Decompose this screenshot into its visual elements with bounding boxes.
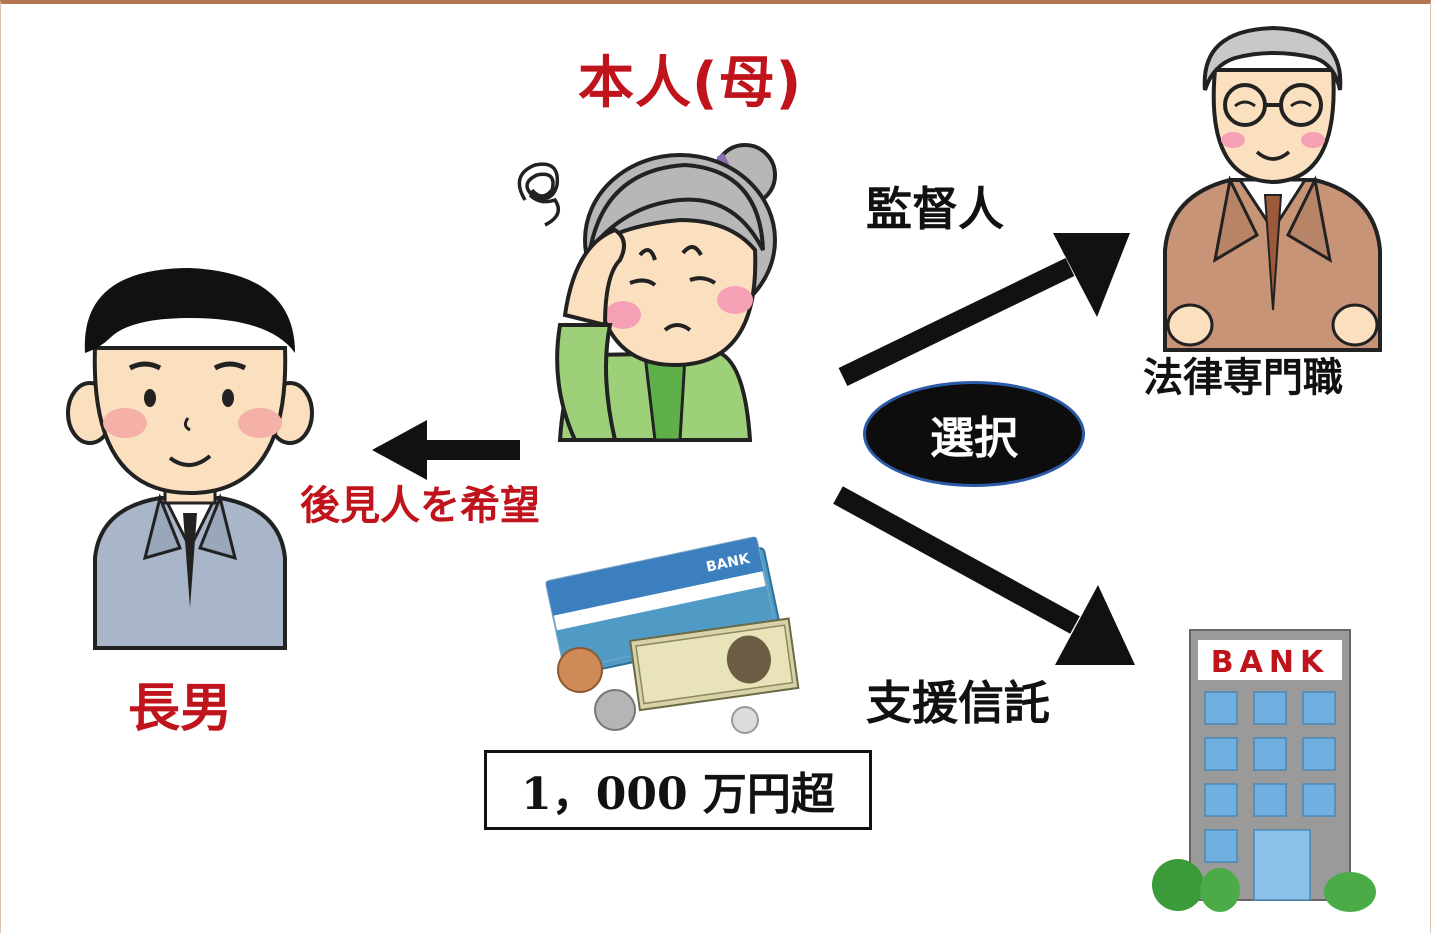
mother-label: 本人(母) bbox=[578, 51, 803, 116]
amount-text: 1，000 万円超 bbox=[521, 769, 835, 820]
passbook-money-icon: BANK bbox=[545, 536, 800, 734]
amount-box: 1，000 万円超 bbox=[484, 750, 872, 830]
bank-building-icon: BANK bbox=[1152, 629, 1376, 912]
arrow-up-right-icon bbox=[838, 233, 1130, 386]
wish-guardian-label: 後見人を希望 bbox=[300, 483, 540, 529]
legal-professional-label: 法律専門職 bbox=[1143, 354, 1343, 401]
choice-badge: 選択 bbox=[863, 381, 1085, 487]
trust-label: 支援信託 bbox=[866, 676, 1050, 730]
arrow-left-icon bbox=[372, 420, 520, 480]
eldest-son-icon bbox=[66, 268, 314, 650]
elderly-woman-icon bbox=[517, 143, 777, 442]
arrow-down-right-icon bbox=[833, 486, 1135, 665]
son-label: 長男 bbox=[128, 679, 233, 739]
bank-sign: BANK bbox=[1211, 645, 1329, 680]
choice-text: 選択 bbox=[930, 413, 1018, 464]
supervisor-label: 監督人 bbox=[866, 182, 1004, 236]
legal-professional-icon bbox=[1163, 25, 1382, 352]
